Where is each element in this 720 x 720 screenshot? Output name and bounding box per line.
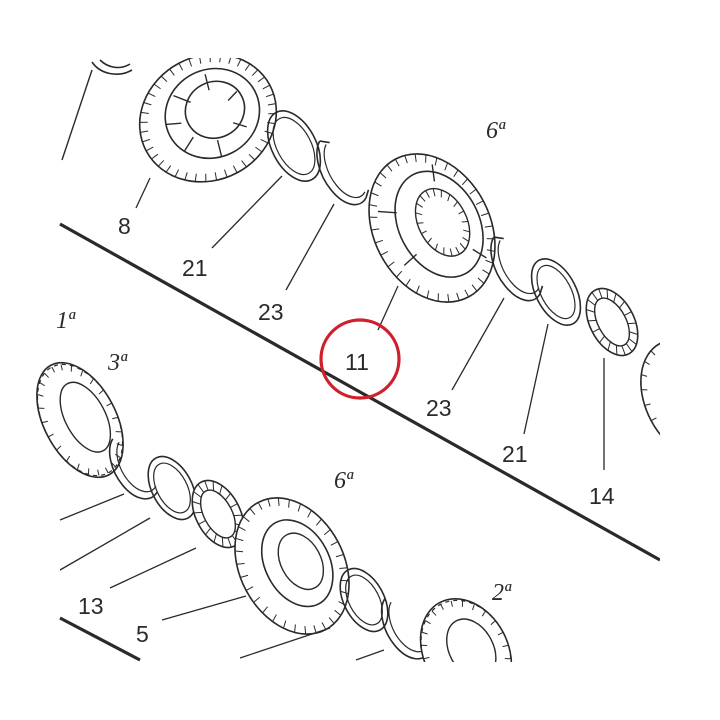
circlip-23-top xyxy=(316,140,370,206)
part-label-11: 11 xyxy=(345,349,369,375)
gear-label-1-partial: 1ª xyxy=(56,308,76,334)
needle-bearing-13 xyxy=(191,479,245,549)
part-label-13: 13 xyxy=(78,593,104,619)
gear-label-6-bottom: 6ª xyxy=(334,468,354,494)
snap-ring-21-mid xyxy=(530,258,582,326)
gear-label-2: 2ª xyxy=(492,580,512,606)
shaft-stub-left xyxy=(61,69,93,161)
highlight-circle xyxy=(319,318,401,400)
part-label-14: 14 xyxy=(589,483,615,509)
partial-bearing-topleft xyxy=(91,59,133,75)
gear-label-6-top: 6ª xyxy=(486,118,506,144)
part-label-5: 5 xyxy=(136,621,149,647)
gear-8 xyxy=(138,53,278,183)
shaft-line-lower xyxy=(59,616,141,662)
gear-3 xyxy=(36,361,124,479)
shaft-line-upper xyxy=(59,222,661,562)
part-label-21-top: 21 xyxy=(182,255,208,281)
part-label-8: 8 xyxy=(118,213,131,239)
part-label-23-mid: 23 xyxy=(426,395,452,421)
part-label-21-mid: 21 xyxy=(502,441,528,467)
snap-ring-lower-left xyxy=(147,455,197,521)
leader-lines xyxy=(59,175,605,661)
snap-ring-bottom xyxy=(339,567,389,633)
gear-11 xyxy=(368,153,496,303)
part-label-23-top: 23 xyxy=(258,299,284,325)
gear-label-3: 3ª xyxy=(107,350,128,376)
needle-bearing-14 xyxy=(585,287,639,357)
